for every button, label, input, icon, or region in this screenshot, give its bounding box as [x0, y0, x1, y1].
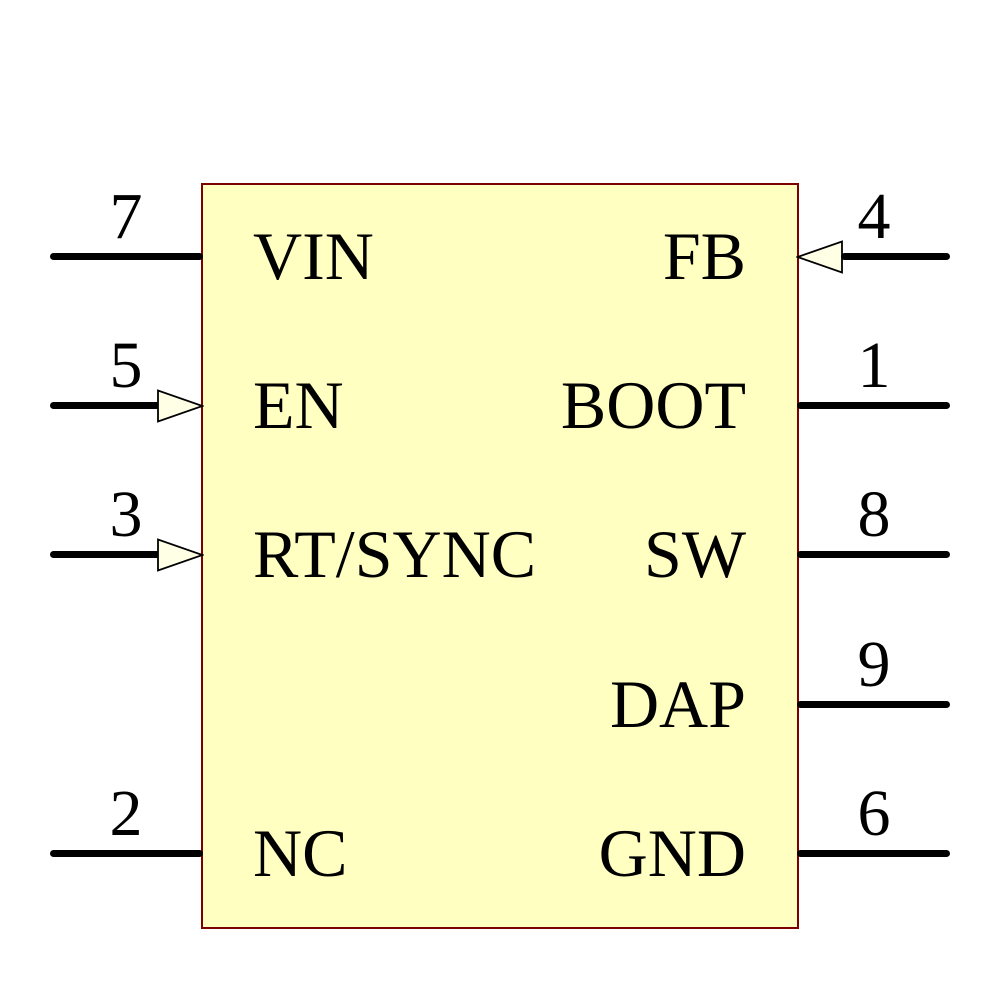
pin-line-dap: [797, 701, 950, 708]
pin-label-sw: SW: [644, 516, 746, 592]
pin-line-boot: [797, 402, 950, 409]
pin-number-en: 5: [109, 329, 143, 402]
pin-number-gnd: 6: [857, 777, 891, 850]
pin-label-boot: BOOT: [560, 367, 746, 443]
input-arrow-icon-en: [157, 389, 204, 423]
pin-line-gnd: [797, 850, 950, 857]
pin-line-sw: [797, 551, 950, 558]
pin-number-boot: 1: [857, 329, 891, 402]
pin-label-gnd: GND: [598, 815, 746, 891]
pin-line-en: [50, 402, 162, 409]
input-arrow-icon-rtsync: [157, 538, 204, 572]
pin-number-sw: 8: [857, 478, 891, 551]
component-body: [201, 183, 799, 929]
pin-number-nc: 2: [109, 777, 143, 850]
pin-label-dap: DAP: [609, 666, 746, 742]
pin-number-fb: 4: [857, 180, 891, 253]
pin-label-en: EN: [253, 367, 344, 443]
pin-label-nc: NC: [253, 815, 348, 891]
pin-line-fb: [841, 253, 950, 260]
pin-label-rtsync: RT/SYNC: [253, 516, 537, 592]
pin-label-vin: VIN: [253, 218, 374, 294]
pin-number-rtsync: 3: [109, 478, 143, 551]
pin-line-nc: [50, 850, 203, 857]
pin-label-fb: FB: [662, 218, 746, 294]
pin-number-vin: 7: [109, 180, 143, 253]
pin-number-dap: 9: [857, 628, 891, 701]
pin-line-rtsync: [50, 551, 162, 558]
pin-line-vin: [50, 253, 203, 260]
